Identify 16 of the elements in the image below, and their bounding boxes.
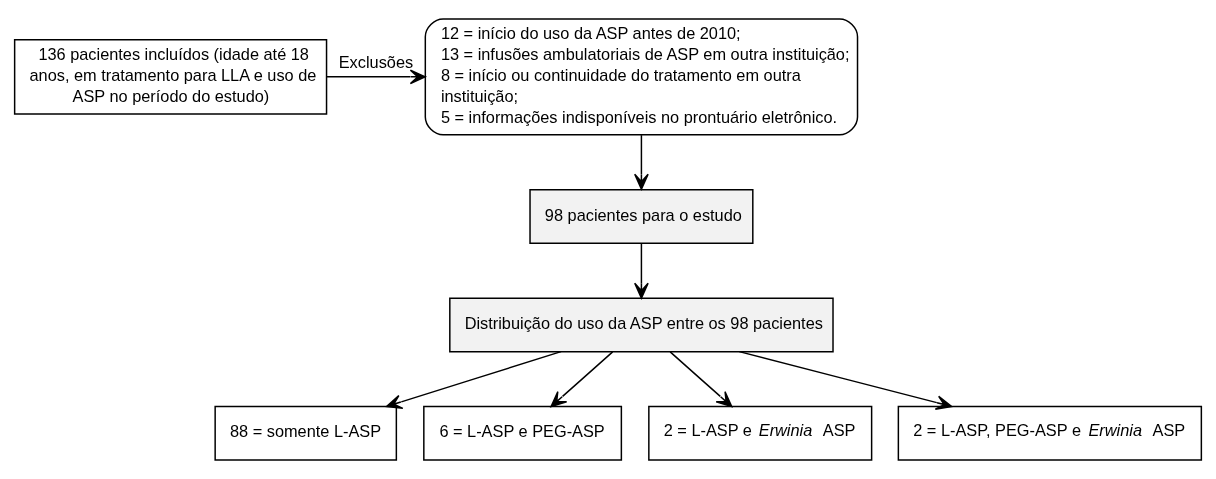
edge-label: Exclusões bbox=[338, 52, 414, 71]
arrow bbox=[550, 351, 614, 408]
arrow bbox=[669, 351, 733, 408]
arrow bbox=[634, 134, 649, 190]
node-box: 88 = somente L-ASP bbox=[214, 405, 398, 461]
node-box: 98 pacientes para o estudo bbox=[529, 189, 754, 244]
node-box: 2 = L-ASP e Erwinia ASP bbox=[648, 405, 873, 461]
arrow bbox=[738, 350, 953, 410]
arrow bbox=[634, 242, 649, 299]
node-box: Distribuição do uso da ASP entre os 98 pacientes bbox=[449, 297, 834, 353]
node-box: 136 pacientes incluídos (idade até 18 anos, em tratamento para LLA e uso de ASP no período do estudo) bbox=[13, 39, 328, 115]
node-box: 6 = L-ASP e PEG-ASP bbox=[423, 405, 623, 461]
node-box: 2 = L-ASP, PEG-ASP e Erwinia ASP bbox=[897, 405, 1203, 461]
arrow bbox=[325, 69, 426, 85]
node-box: 12 = início do uso da ASP antes de 2010; 13 = infusões ambulatoriais de ASP em outra instituição; 8 = início ou continuidade do tratamento em outra instituição; 5 = informações indisponíveis no prontuário eletrônico. bbox=[424, 18, 859, 136]
arrow bbox=[385, 350, 562, 410]
